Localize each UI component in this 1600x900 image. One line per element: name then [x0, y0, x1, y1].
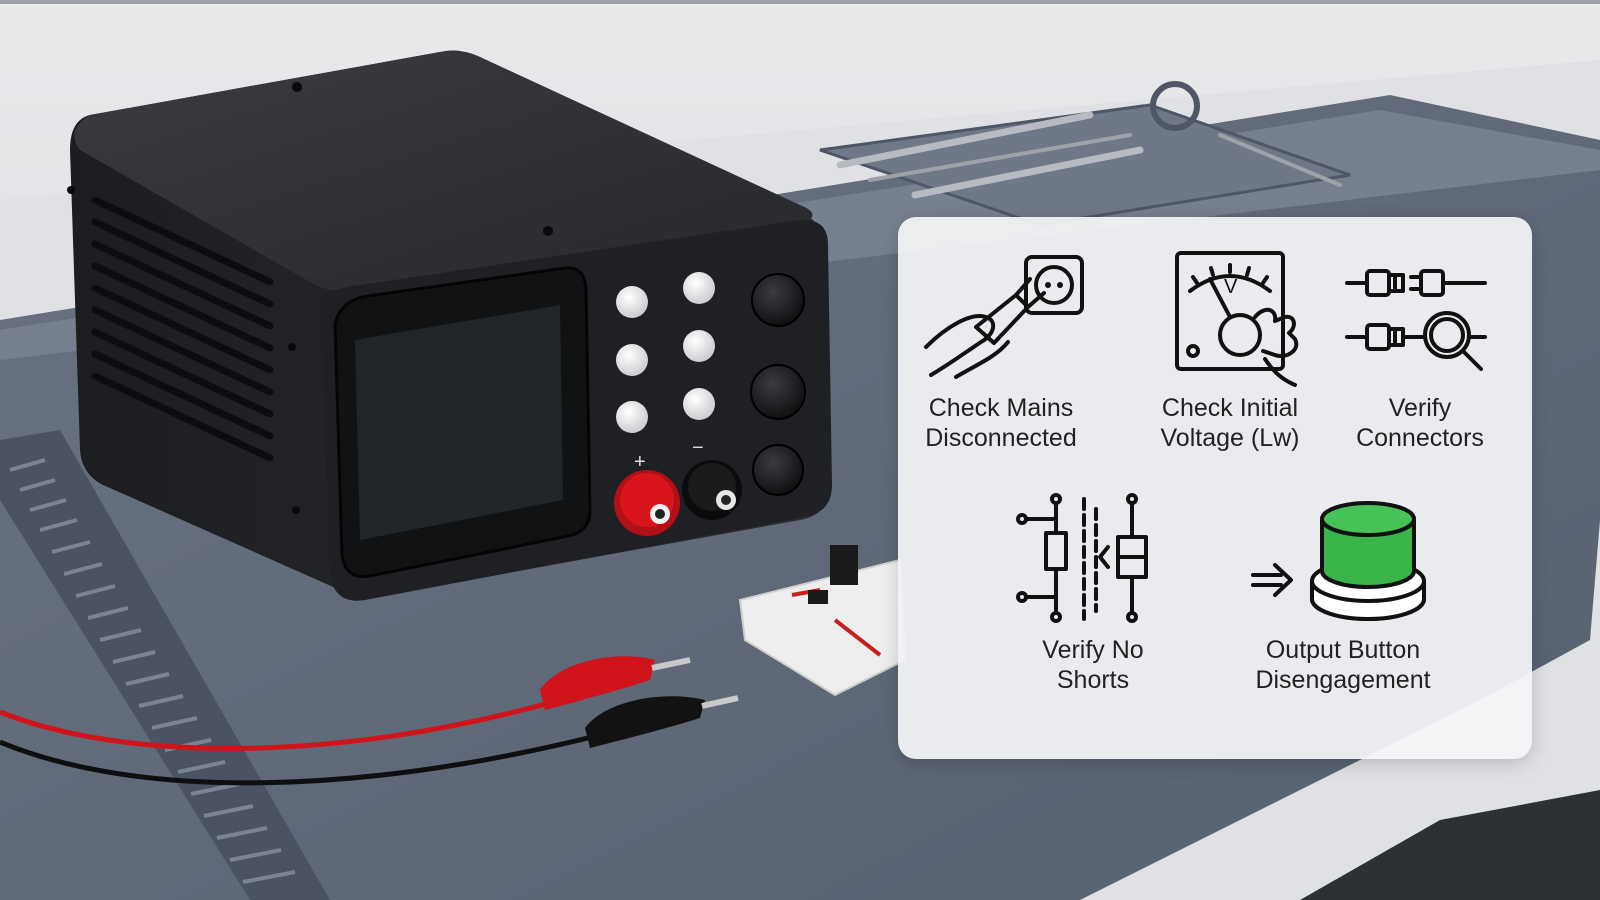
- connector-magnifier-icon: [1345, 269, 1487, 371]
- checklist-item-shorts: Verify No Shorts: [1008, 489, 1178, 695]
- checklist-item-output-button: Output Button Disengagement: [1228, 489, 1458, 695]
- green-button-icon: [1251, 501, 1426, 621]
- meter-letter: V: [1224, 276, 1238, 298]
- plus-label: +: [634, 451, 646, 473]
- checklist-item-label: Verify Connectors: [1356, 394, 1484, 452]
- checklist-item-label: Output Button Disengagement: [1255, 636, 1431, 694]
- checklist-item-mains: Check Mains Disconnected: [916, 247, 1086, 453]
- minus-label: −: [692, 437, 704, 459]
- checklist-item-label: Check Initial Voltage (Lw): [1160, 394, 1300, 452]
- safety-checklist-panel: Check Mains Disconnected V Check Initial…: [898, 217, 1532, 759]
- checklist-item-voltage: V Check Initial Voltage (Lw): [1130, 247, 1330, 453]
- plug-socket-icon: [924, 255, 1084, 379]
- voltmeter-knob-icon: V: [1175, 251, 1299, 387]
- checklist-item-label: Check Mains Disconnected: [925, 394, 1077, 452]
- short-circuit-icon: [1016, 493, 1148, 623]
- checklist-item-label: Verify No Shorts: [1042, 636, 1144, 694]
- checklist-item-connectors: Verify Connectors: [1330, 247, 1510, 453]
